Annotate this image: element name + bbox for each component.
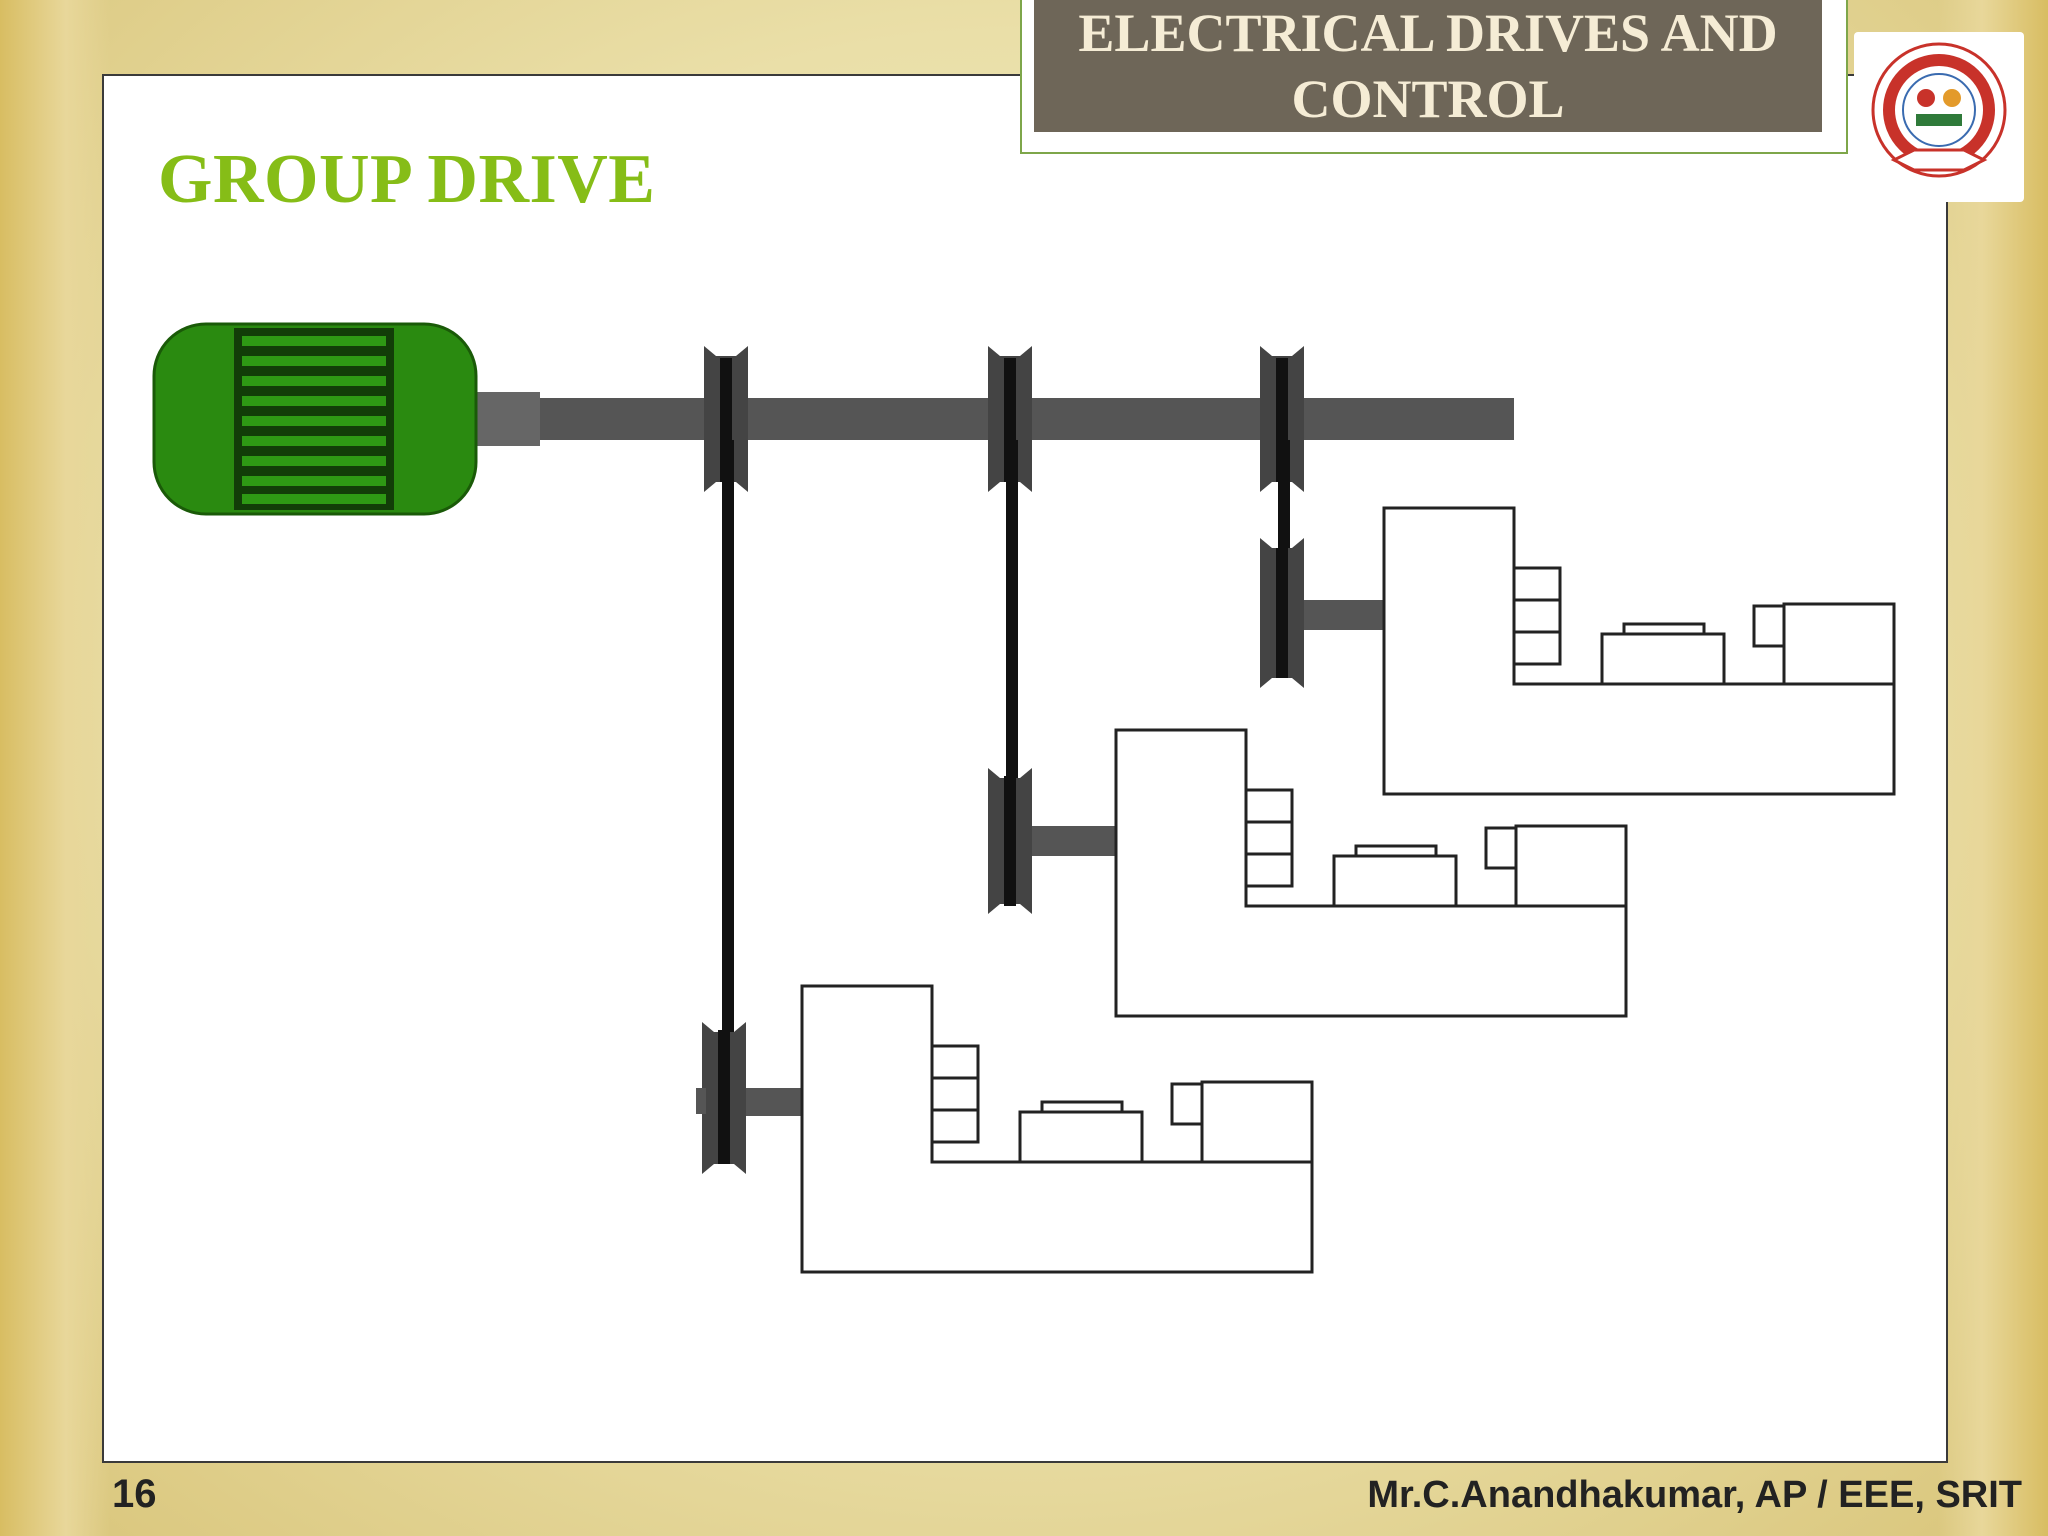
electric-motor-icon: [152, 322, 478, 516]
background-right-band: [1938, 0, 2048, 1536]
lathe-machine-1: [800, 984, 1314, 1274]
institute-seal-icon: [1871, 42, 2007, 178]
machine-pulley-3: [1260, 538, 1304, 688]
motor-shaft-stub: [470, 392, 540, 446]
machine-shaft-1: [746, 1088, 802, 1116]
machine-pulley-2: [988, 768, 1032, 914]
course-title: ELECTRICAL DRIVES AND CONTROL: [1034, 0, 1822, 132]
lathe-machine-3: [1382, 506, 1896, 796]
author-credit: Mr.C.Anandhakumar, AP / EEE, SRIT: [1367, 1474, 2022, 1516]
belt-1: [722, 440, 734, 1132]
slide-title: GROUP DRIVE: [158, 141, 656, 218]
lathe-machine-2: [1114, 728, 1628, 1018]
slide-content-panel: [102, 74, 1948, 1463]
background-left-band: [0, 0, 110, 1536]
machine-pulley-1: [696, 1022, 746, 1174]
slide-number: 16: [112, 1472, 157, 1516]
machine-shaft-2: [1032, 826, 1116, 856]
institute-logo: [1854, 32, 2024, 202]
machine-shaft-3: [1304, 600, 1384, 630]
course-header: ELECTRICAL DRIVES AND CONTROL: [1020, 0, 1848, 154]
